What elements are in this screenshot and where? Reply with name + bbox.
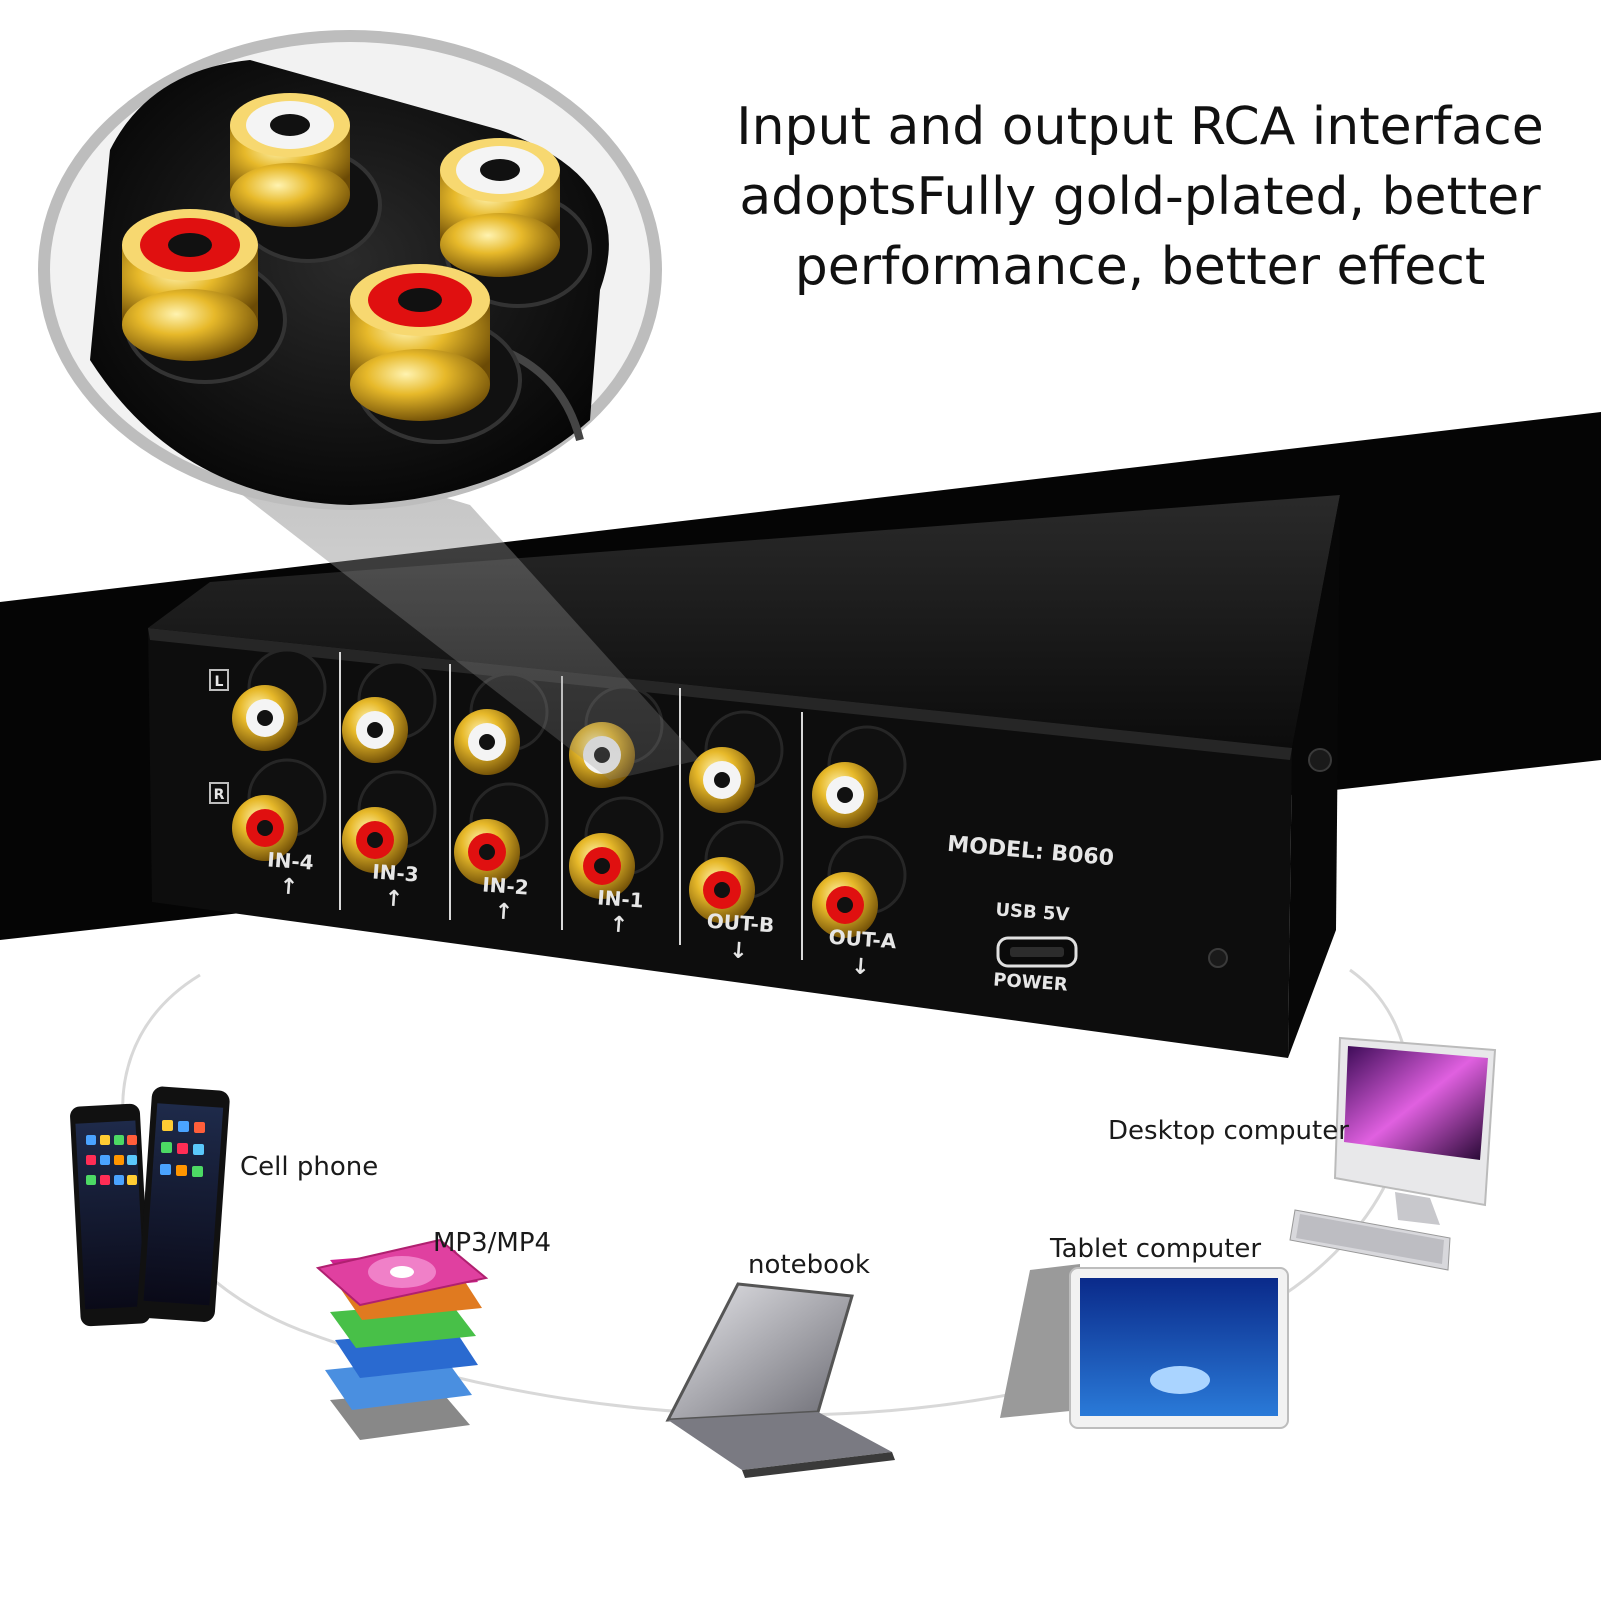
mp3-player-stack: [315, 1238, 489, 1440]
tablet-label: Tablet computer: [1050, 1234, 1262, 1264]
headline-line-3: performance, better effect: [794, 237, 1486, 297]
input-arrow-icon: ↑: [494, 899, 514, 925]
output-arrow-icon: ↓: [728, 938, 748, 964]
cell-phone-label: Cell phone: [240, 1152, 379, 1182]
channel-right-label: R: [214, 787, 225, 803]
zoom-jack-red: [122, 209, 258, 361]
notebook-image: [665, 1282, 895, 1478]
power-label: POWER: [992, 969, 1068, 995]
port-label-in-4: IN-4: [267, 847, 315, 874]
port-label-out-a: OUT-A: [828, 925, 898, 954]
mp3-label: MP3/MP4: [433, 1228, 552, 1258]
zoom-jack-red: [350, 264, 490, 421]
input-arrow-icon: ↑: [384, 886, 404, 912]
port-label-in-1: IN-1: [597, 885, 645, 912]
input-arrow-icon: ↑: [609, 912, 629, 938]
port-label-in-3: IN-3: [372, 859, 420, 886]
desktop-computer-image: [1289, 1036, 1497, 1271]
zoom-circle: [38, 30, 662, 510]
zoom-jack-white: [440, 138, 560, 277]
notebook-label: notebook: [748, 1250, 870, 1280]
usb-label: USB 5V: [995, 899, 1070, 925]
desktop-label: Desktop computer: [1108, 1116, 1349, 1146]
channel-left-label: L: [215, 674, 224, 690]
output-arrow-icon: ↓: [850, 954, 870, 980]
panel-labels: L R IN-4 ↑ IN-3 ↑ IN-2 ↑ IN-1 ↑ OUT-B ↓: [209, 669, 1115, 996]
tablet-computer-image: [1000, 1264, 1289, 1429]
zoom-jack-white: [230, 93, 350, 227]
headline-line-1: Input and output RCA interface: [736, 97, 1544, 157]
headline-line-2: adoptsFully gold-plated, better: [739, 167, 1541, 227]
cell-phone-image: [70, 1086, 230, 1327]
rca-jack-row-bottom: [232, 758, 907, 938]
input-arrow-icon: ↑: [279, 874, 299, 900]
port-label-out-b: OUT-B: [706, 909, 775, 938]
port-label-in-2: IN-2: [482, 872, 530, 899]
headline: Input and output RCA interface adoptsFul…: [700, 92, 1580, 302]
